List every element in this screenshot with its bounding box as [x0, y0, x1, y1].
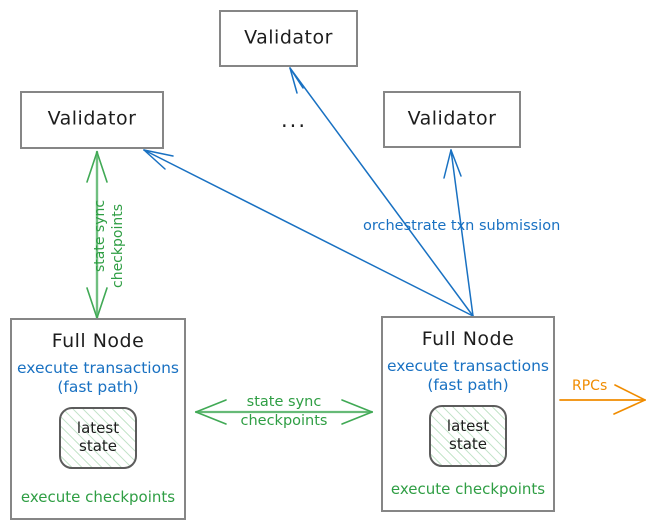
full-node-right-execute-transactions-line1: execute transactions	[386, 357, 550, 375]
full-node-right-latest-state-line1: latest	[446, 417, 490, 436]
full-node-right-latest-state-line2: state	[449, 434, 487, 453]
validator-left-label: Validator	[47, 107, 137, 130]
full-node-right-title: Full Node	[421, 328, 515, 350]
validator-box-left[interactable]: Validator	[20, 91, 164, 149]
full-node-left-fast-path-line: (fast path)	[57, 378, 139, 397]
validator-box-top[interactable]: Validator	[219, 10, 358, 67]
full-node-right-execute-transactions: execute transactions (fast path)	[387, 357, 549, 396]
validators-ellipsis: ...	[281, 108, 308, 132]
edge-label-state-sync-horizontal-line2: checkpoints	[240, 412, 328, 429]
full-node-left-title: Full Node	[51, 330, 145, 352]
full-node-left-latest-state-line2: state	[79, 436, 117, 455]
edge-label-orchestrate-txn-submission: orchestrate txn submission	[363, 218, 561, 234]
full-node-right-fast-path-line: (fast path)	[427, 376, 509, 395]
full-node-left-latest-state-line1: latest	[76, 419, 120, 438]
validator-box-right[interactable]: Validator	[383, 91, 521, 148]
full-node-right-execute-checkpoints: execute checkpoints	[390, 480, 546, 498]
validator-right-label: Validator	[407, 107, 497, 130]
full-node-box-right[interactable]: Full Node execute transactions (fast pat…	[381, 316, 555, 512]
full-node-left-execute-checkpoints: execute checkpoints	[20, 488, 176, 506]
edge-label-state-sync-horizontal: state sync checkpoints	[229, 393, 339, 431]
edge-label-state-sync-vertical-line2: checkpoints	[110, 204, 126, 288]
validator-top-label: Validator	[244, 26, 333, 49]
full-node-right-latest-state-box[interactable]: latest state	[429, 404, 507, 467]
edge-label-state-sync-vertical-line1: state sync	[92, 199, 108, 272]
edge-label-rpcs: RPCs	[572, 378, 608, 394]
edge-label-state-sync-horizontal-line1: state sync	[246, 394, 322, 410]
full-node-left-execute-transactions-line1: execute transactions	[16, 359, 180, 377]
full-node-left-execute-transactions: execute transactions (fast path)	[17, 359, 179, 398]
full-node-box-left[interactable]: Full Node execute transactions (fast pat…	[10, 318, 186, 520]
full-node-left-latest-state-box[interactable]: latest state	[59, 406, 137, 469]
